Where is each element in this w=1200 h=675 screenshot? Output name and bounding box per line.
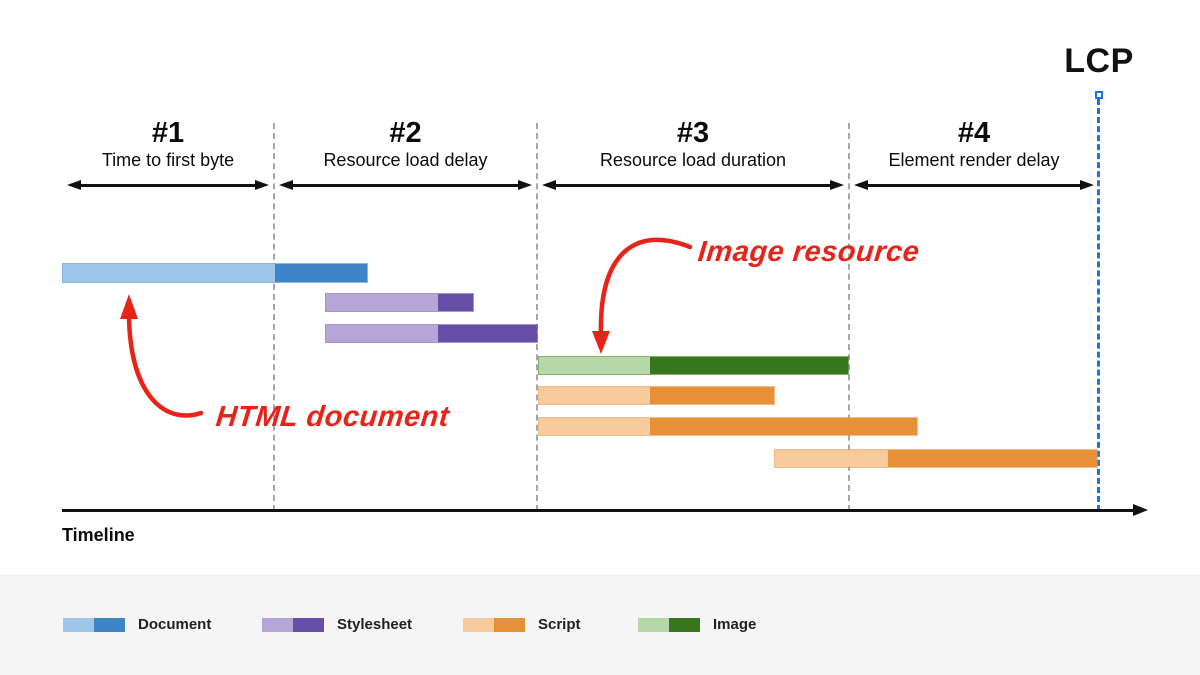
- image-resource-arrow: [592, 237, 693, 354]
- document-dark-segment: [275, 264, 367, 282]
- script-light-segment: [539, 387, 650, 404]
- stylesheet-bar: [325, 324, 538, 343]
- phase-label: Element render delay: [888, 150, 1060, 170]
- timeline-label: Timeline: [62, 525, 135, 545]
- image-bar: [538, 356, 849, 375]
- script-bar: [538, 417, 918, 436]
- legend-label: Script: [538, 616, 581, 633]
- script-bar: [774, 449, 1098, 468]
- script-light-segment: [775, 450, 888, 467]
- script-dark-segment: [650, 387, 774, 404]
- lcp-dashed-line: [1097, 99, 1100, 511]
- document-light-segment: [63, 264, 275, 282]
- phase-number: #4: [957, 117, 991, 149]
- document-swatch-light: [63, 618, 94, 632]
- stylesheet-swatch-light: [262, 618, 293, 632]
- phase-span-arrow: [279, 180, 532, 190]
- phase-number: #3: [676, 117, 710, 149]
- phase-span-arrow: [542, 180, 844, 190]
- phase-divider-2: [536, 123, 538, 511]
- stylesheet-bar: [325, 293, 474, 312]
- image-light-segment: [539, 357, 650, 374]
- stylesheet-light-segment: [326, 294, 438, 311]
- script-swatch-light: [463, 618, 494, 632]
- stylesheet-swatch-dark: [293, 618, 324, 632]
- stylesheet-swatch: [262, 618, 324, 632]
- legend-label: Document: [138, 616, 212, 633]
- image-dark-segment: [650, 357, 848, 374]
- image-swatch-light: [638, 618, 669, 632]
- lcp-title: LCP: [1064, 42, 1134, 80]
- phase-label: Resource load duration: [599, 150, 787, 170]
- phase-label: Time to first byte: [101, 150, 235, 170]
- legend-label: Stylesheet: [337, 616, 413, 633]
- script-swatch: [463, 618, 525, 632]
- legend-strip: Document Stylesheet Script Image: [0, 574, 1200, 675]
- phase-label: Resource load delay: [323, 150, 488, 170]
- html-document-arrow: [120, 294, 204, 418]
- script-dark-segment: [650, 418, 917, 435]
- phase-span-arrow: [67, 180, 269, 190]
- stylesheet-dark-segment: [438, 325, 537, 342]
- document-swatch-dark: [94, 618, 125, 632]
- phase-divider-3: [848, 123, 850, 511]
- script-swatch-dark: [494, 618, 525, 632]
- phase-number: #1: [151, 117, 185, 149]
- phase-number: #2: [389, 117, 422, 149]
- legend-label: Image: [713, 616, 757, 633]
- image-resource-annotation: Image resource: [696, 236, 922, 268]
- lcp-marker-square: [1095, 91, 1103, 99]
- script-light-segment: [539, 418, 650, 435]
- document-swatch: [63, 618, 125, 632]
- document-bar: [62, 263, 368, 283]
- timeline-axis: [62, 504, 1148, 516]
- image-swatch: [638, 618, 700, 632]
- script-bar: [538, 386, 775, 405]
- phase-divider-1: [273, 123, 275, 511]
- phase-span-arrow: [854, 180, 1094, 190]
- image-swatch-dark: [669, 618, 700, 632]
- html-document-annotation: HTML document: [214, 401, 451, 433]
- stylesheet-dark-segment: [438, 294, 473, 311]
- stylesheet-light-segment: [326, 325, 438, 342]
- script-dark-segment: [888, 450, 1097, 467]
